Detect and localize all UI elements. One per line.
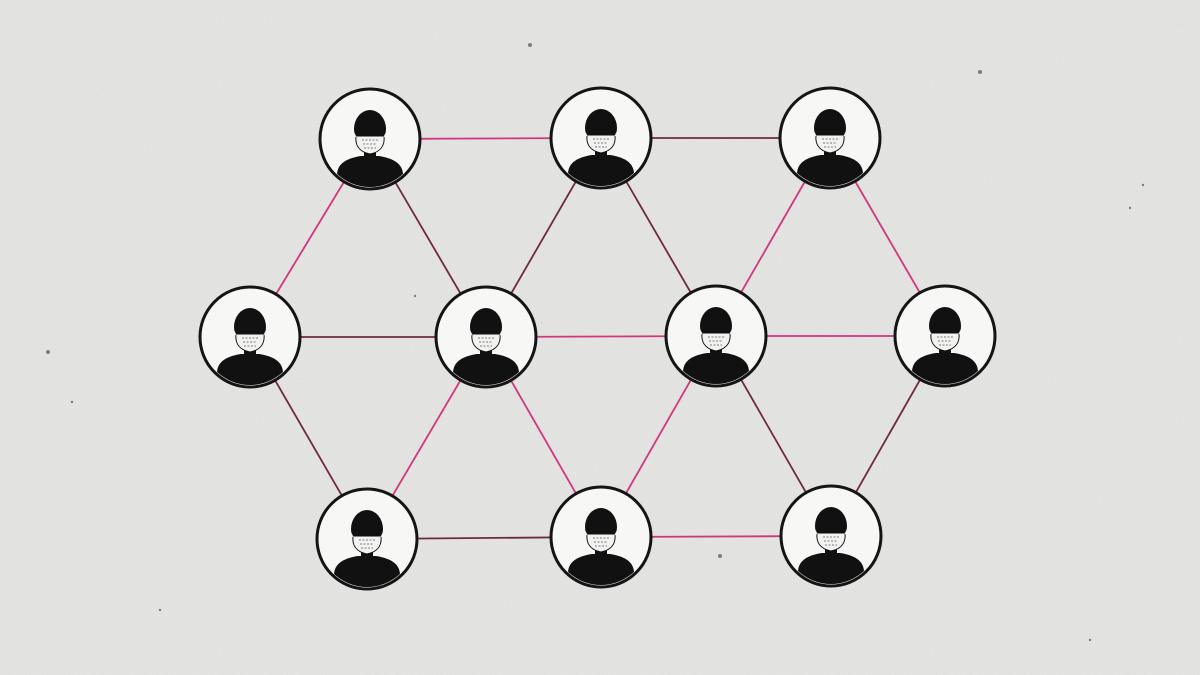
masked-person-icon: [568, 109, 634, 186]
masked-person-icon: [568, 508, 634, 585]
paper-speck: [1141, 183, 1145, 187]
paper-speck: [158, 608, 162, 612]
paper-speck: [413, 294, 417, 298]
masked-person-icon: [217, 308, 283, 385]
person-node: [318, 87, 422, 191]
masked-person-icon: [912, 307, 978, 384]
person-node: [779, 484, 883, 588]
paper-speck: [528, 43, 532, 47]
paper-speck: [718, 554, 722, 558]
person-node: [434, 285, 538, 389]
paper-speck: [70, 400, 74, 404]
masked-person-icon: [797, 109, 863, 186]
person-node: [664, 284, 768, 388]
person-node: [549, 485, 653, 589]
masked-person-icon: [337, 110, 403, 187]
paper-speck: [978, 70, 982, 74]
person-node: [893, 284, 997, 388]
paper-speck: [46, 350, 50, 354]
masked-person-icon: [453, 308, 519, 385]
connection-lines: [249, 137, 946, 540]
person-node: [315, 487, 419, 591]
paper-speck: [1128, 206, 1132, 210]
person-node: [549, 86, 653, 190]
paper-specks: [46, 43, 1145, 642]
paper-speck: [1088, 638, 1092, 642]
masked-person-icon: [683, 307, 749, 384]
person-node: [778, 86, 882, 190]
person-node: [198, 285, 302, 389]
masked-person-icon: [334, 510, 400, 587]
person-nodes: [198, 86, 997, 591]
masked-person-icon: [798, 507, 864, 584]
